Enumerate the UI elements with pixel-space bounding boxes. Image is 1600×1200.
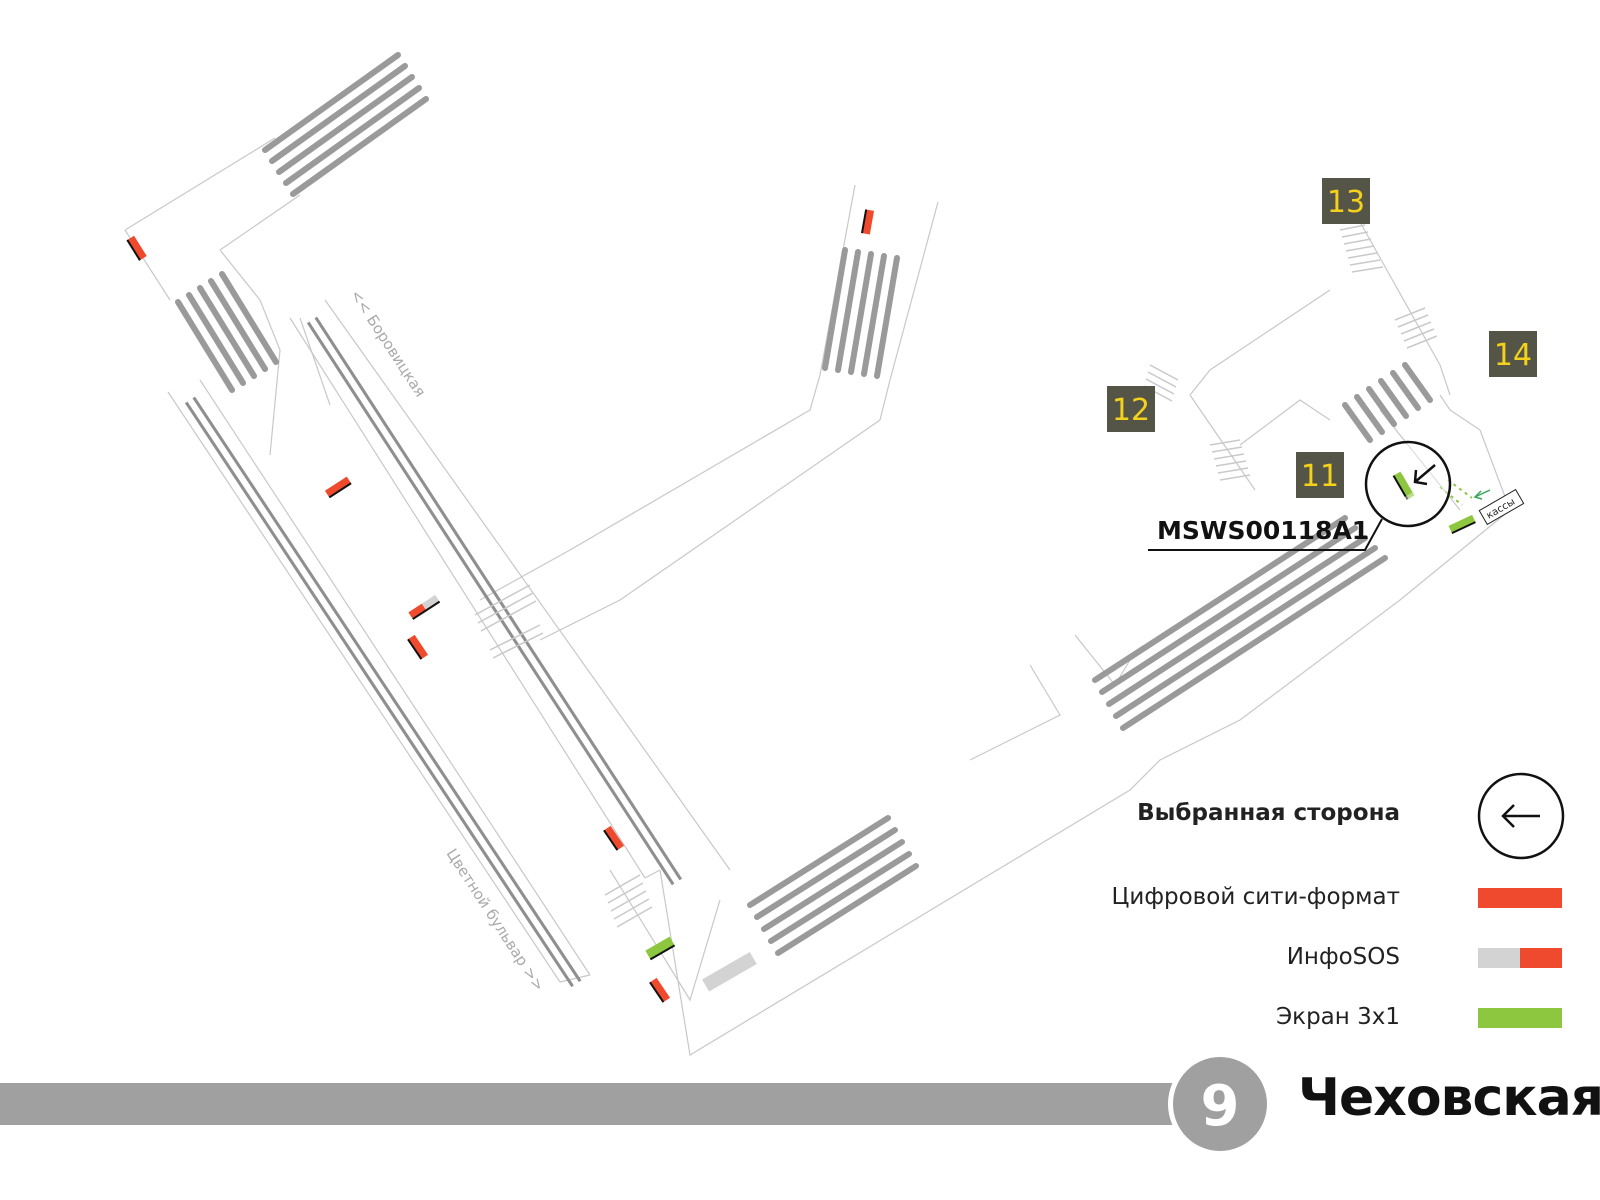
legend-digital-city-swatch <box>1478 888 1562 908</box>
line-number: 9 <box>1201 1074 1240 1139</box>
svg-text:12: 12 <box>1112 393 1150 428</box>
exit-12: 12 <box>1107 386 1155 432</box>
kassy-label: кассы <box>1478 488 1525 526</box>
escalator-exit-14 <box>1342 362 1433 443</box>
svg-text:13: 13 <box>1327 185 1365 220</box>
station-name: Чеховская <box>1298 1068 1600 1128</box>
line-badge <box>1173 1057 1267 1151</box>
track-east <box>306 316 682 886</box>
legend-infosos-swatch <box>1478 948 1562 968</box>
arrow-icon <box>1413 464 1436 486</box>
svg-text:14: 14 <box>1494 338 1532 373</box>
exit-11: 11 <box>1296 452 1344 498</box>
legend-screen: Экран 3х1 <box>1276 1004 1400 1030</box>
escalator-south <box>747 815 919 956</box>
infosos-marker <box>408 594 441 620</box>
track-west <box>184 396 582 988</box>
digital-city-markers <box>126 209 875 1003</box>
stairs <box>474 224 1438 928</box>
arrow-left-circle-icon <box>1477 772 1565 860</box>
small-arrow-icon <box>1473 489 1491 500</box>
exit-14: 14 <box>1489 331 1537 377</box>
svg-text:11: 11 <box>1301 459 1339 494</box>
legend-screen-swatch <box>1478 1008 1562 1028</box>
line-bar <box>0 1083 1178 1125</box>
escalator-nw-top <box>262 52 429 197</box>
escalator-north-passage <box>822 247 900 379</box>
escalator-east-long <box>1092 515 1388 731</box>
legend-selected-side: Выбранная сторона <box>1137 800 1400 826</box>
legend-digital-city: Цифровой сити-формат <box>1111 884 1400 910</box>
exit-13: 13 <box>1322 178 1370 224</box>
legend-infosos: ИнфоSOS <box>1286 944 1400 970</box>
selected-code-label: MSWS00118A1 <box>1157 516 1369 545</box>
direction-hint <box>1439 479 1473 506</box>
selected-side-marker <box>1148 440 1452 551</box>
escalator-nw-lower <box>175 271 279 393</box>
gray-block <box>702 951 757 992</box>
